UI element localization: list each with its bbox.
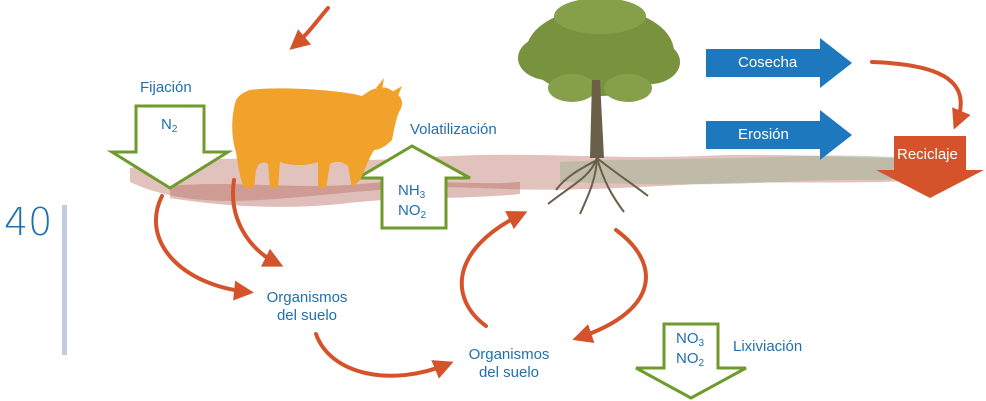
organismos-2-line2: del suelo [478,364,540,381]
cycle-arrow [572,228,648,344]
nh3-sub: 3 [419,190,426,201]
formula-no3: NO3 [676,330,705,349]
label-erosion: Erosión [738,126,789,143]
organismos-1-line2: del suelo [276,307,338,324]
no3-base: NO [676,330,699,347]
cycle-arrow [870,60,971,130]
tree-icon [518,0,680,215]
nh3-base: NH [398,182,420,199]
page-number: 40 [4,200,53,244]
organismos-1-line1: Organismos [266,289,348,306]
no2-up-base: NO [398,202,421,219]
volatilizacion-arrow [352,144,471,230]
no2-down-sub: 2 [698,358,705,369]
no2-down-base: NO [676,350,699,367]
n2-sub: 2 [171,124,178,135]
page-margin-bar [62,205,67,355]
n2-base: N [161,116,172,133]
cycle-arrow [289,6,330,50]
label-fijacion: Fijación [140,79,192,96]
cow-icon [232,78,403,188]
label-reciclaje: Reciclaje [897,146,958,163]
label-organismos-2: Organismos del suelo [464,346,554,382]
cycle-arrow [314,332,454,379]
lixiviacion-arrow [635,322,747,400]
cycle-arrow [231,178,284,267]
organismos-2-line1: Organismos [468,346,550,363]
formula-n2: N2 [161,116,178,135]
formula-no2-up: NO2 [398,202,427,221]
erosion-arrow [706,110,852,160]
formula-nh3: NH3 [398,182,426,201]
cycle-arrow [459,211,528,328]
cycle-arrow [154,194,254,301]
formula-no2-down: NO2 [676,350,705,369]
label-lixiviacion: Lixiviación [733,338,803,355]
no3-sub: 3 [698,338,705,349]
fijacion-arrow [106,104,234,190]
label-volatilizacion: Volatilización [410,121,497,138]
no2-up-sub: 2 [420,210,427,221]
reciclaje-arrow [876,136,984,198]
label-cosecha: Cosecha [738,54,798,71]
cosecha-arrow [706,38,852,88]
label-organismos-1: Organismos del suelo [262,289,352,325]
